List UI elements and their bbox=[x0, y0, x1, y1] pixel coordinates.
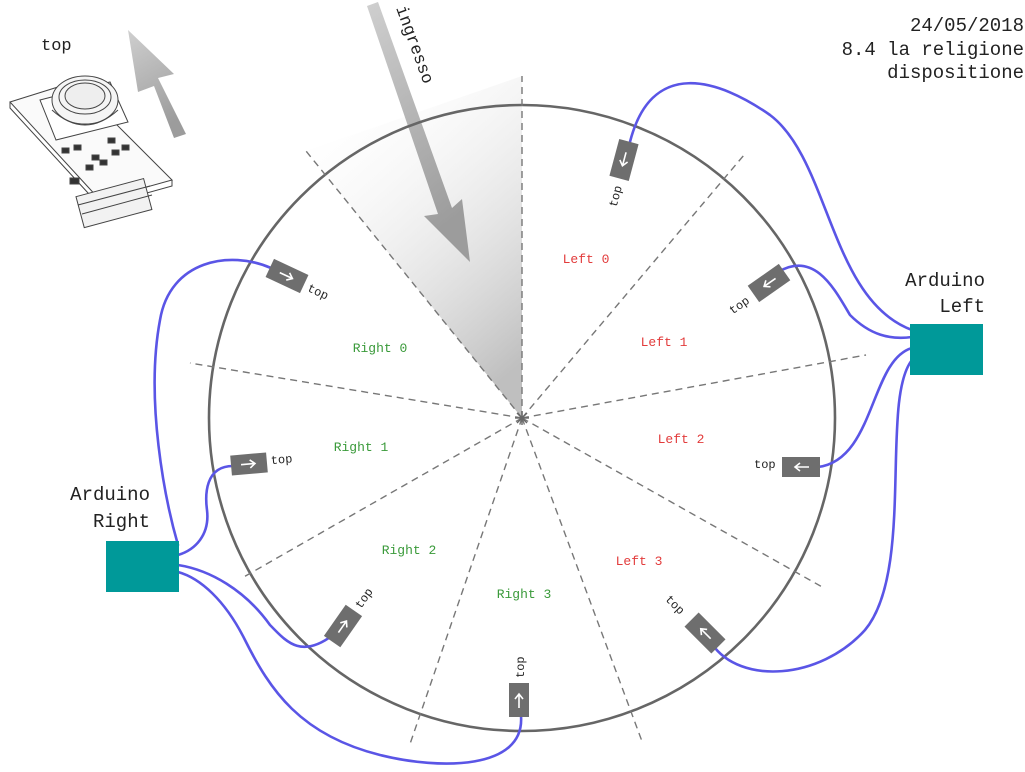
sensor-arrow-icon bbox=[763, 277, 777, 288]
zone-label-right-3: Right 3 bbox=[497, 587, 552, 602]
arduino-right-label-1: Arduino bbox=[70, 484, 150, 506]
sensor-left-2: top bbox=[754, 457, 820, 477]
header-title: 8.4 la religione bbox=[842, 39, 1024, 61]
wire-left-3 bbox=[710, 358, 914, 673]
sensor-arrow-icon bbox=[619, 152, 629, 168]
divider-line bbox=[241, 417, 523, 579]
sensor-left-0: top bbox=[607, 139, 639, 209]
entrance-arrow-icon bbox=[367, 2, 470, 262]
zone-label-left-3: Left 3 bbox=[616, 554, 663, 569]
divider-line bbox=[305, 150, 523, 419]
center-mark bbox=[515, 411, 529, 425]
sensor-top-label: top bbox=[353, 586, 377, 612]
zone-label-left-2: Left 2 bbox=[658, 432, 705, 447]
sensor-top-label: top bbox=[727, 294, 753, 318]
sensor-left-1: top bbox=[727, 263, 791, 318]
sensor-module-illustration bbox=[9, 75, 173, 229]
sensor-right-0: top bbox=[265, 258, 331, 304]
sensors: top top top top top top bbox=[230, 139, 820, 717]
wire-right-0 bbox=[153, 258, 273, 547]
divider-line bbox=[521, 354, 867, 419]
arduino-left-label-2: Left bbox=[939, 296, 985, 318]
zone-labels: Left 0 Left 1 Left 2 Left 3 Right 0 Righ… bbox=[334, 252, 705, 602]
sensor-right-1: top bbox=[230, 452, 293, 476]
arduino-left-label-1: Arduino bbox=[905, 270, 985, 292]
zone-label-right-2: Right 2 bbox=[382, 543, 437, 558]
header: 24/05/2018 8.4 la religione dispositione bbox=[842, 15, 1024, 84]
sensor-right-3: top bbox=[509, 656, 529, 717]
arduino-right-board bbox=[106, 541, 179, 592]
wire-right-3 bbox=[176, 570, 523, 765]
wire-right-1 bbox=[176, 464, 235, 557]
wiring bbox=[153, 81, 914, 765]
zone-label-left-1: Left 1 bbox=[641, 335, 688, 350]
zone-dividers bbox=[189, 76, 867, 745]
header-date: 24/05/2018 bbox=[910, 15, 1024, 37]
divider-line bbox=[189, 362, 523, 419]
sensor-left-3: top bbox=[662, 593, 726, 654]
sensor-top-label: top bbox=[270, 452, 293, 468]
sensor-arrow-icon bbox=[279, 271, 294, 281]
arduino-left: Arduino Left bbox=[905, 270, 985, 375]
divider-line bbox=[521, 417, 644, 745]
sensor-top-label: top bbox=[662, 593, 687, 618]
arduino-right: Arduino Right bbox=[70, 484, 179, 592]
sensor-legend: top bbox=[9, 30, 186, 229]
entrance-zone: ingresso bbox=[306, 2, 522, 418]
wire-right-2 bbox=[176, 563, 335, 648]
sensor-arrow-icon bbox=[337, 620, 348, 634]
arduino-right-label-2: Right bbox=[93, 511, 150, 533]
wire-left-0 bbox=[627, 81, 914, 332]
sensor-top-label: top bbox=[305, 282, 331, 304]
sensor-top-label: top bbox=[754, 458, 776, 472]
sensor-arrow-icon bbox=[793, 462, 809, 472]
header-subtitle: dispositione bbox=[887, 62, 1024, 84]
sensor-arrow-icon bbox=[699, 627, 712, 640]
wire-left-1 bbox=[776, 264, 914, 340]
divider-line bbox=[409, 417, 523, 745]
zone-label-right-1: Right 1 bbox=[334, 440, 389, 455]
sensor-arrow-icon bbox=[514, 692, 524, 708]
sensor-top-label: top bbox=[514, 656, 528, 678]
legend-top-label: top bbox=[41, 37, 72, 56]
arduino-left-board bbox=[910, 324, 983, 375]
divider-line bbox=[521, 154, 745, 419]
sensor-right-2: top bbox=[323, 586, 377, 648]
sensor-top-label: top bbox=[607, 184, 626, 208]
top-direction-arrow-icon bbox=[128, 30, 186, 138]
sensor-arrow-icon bbox=[240, 459, 257, 469]
divider-line bbox=[521, 417, 825, 589]
zone-label-left-0: Left 0 bbox=[563, 252, 610, 267]
zone-label-right-0: Right 0 bbox=[353, 341, 408, 356]
wire-left-2 bbox=[816, 346, 914, 469]
